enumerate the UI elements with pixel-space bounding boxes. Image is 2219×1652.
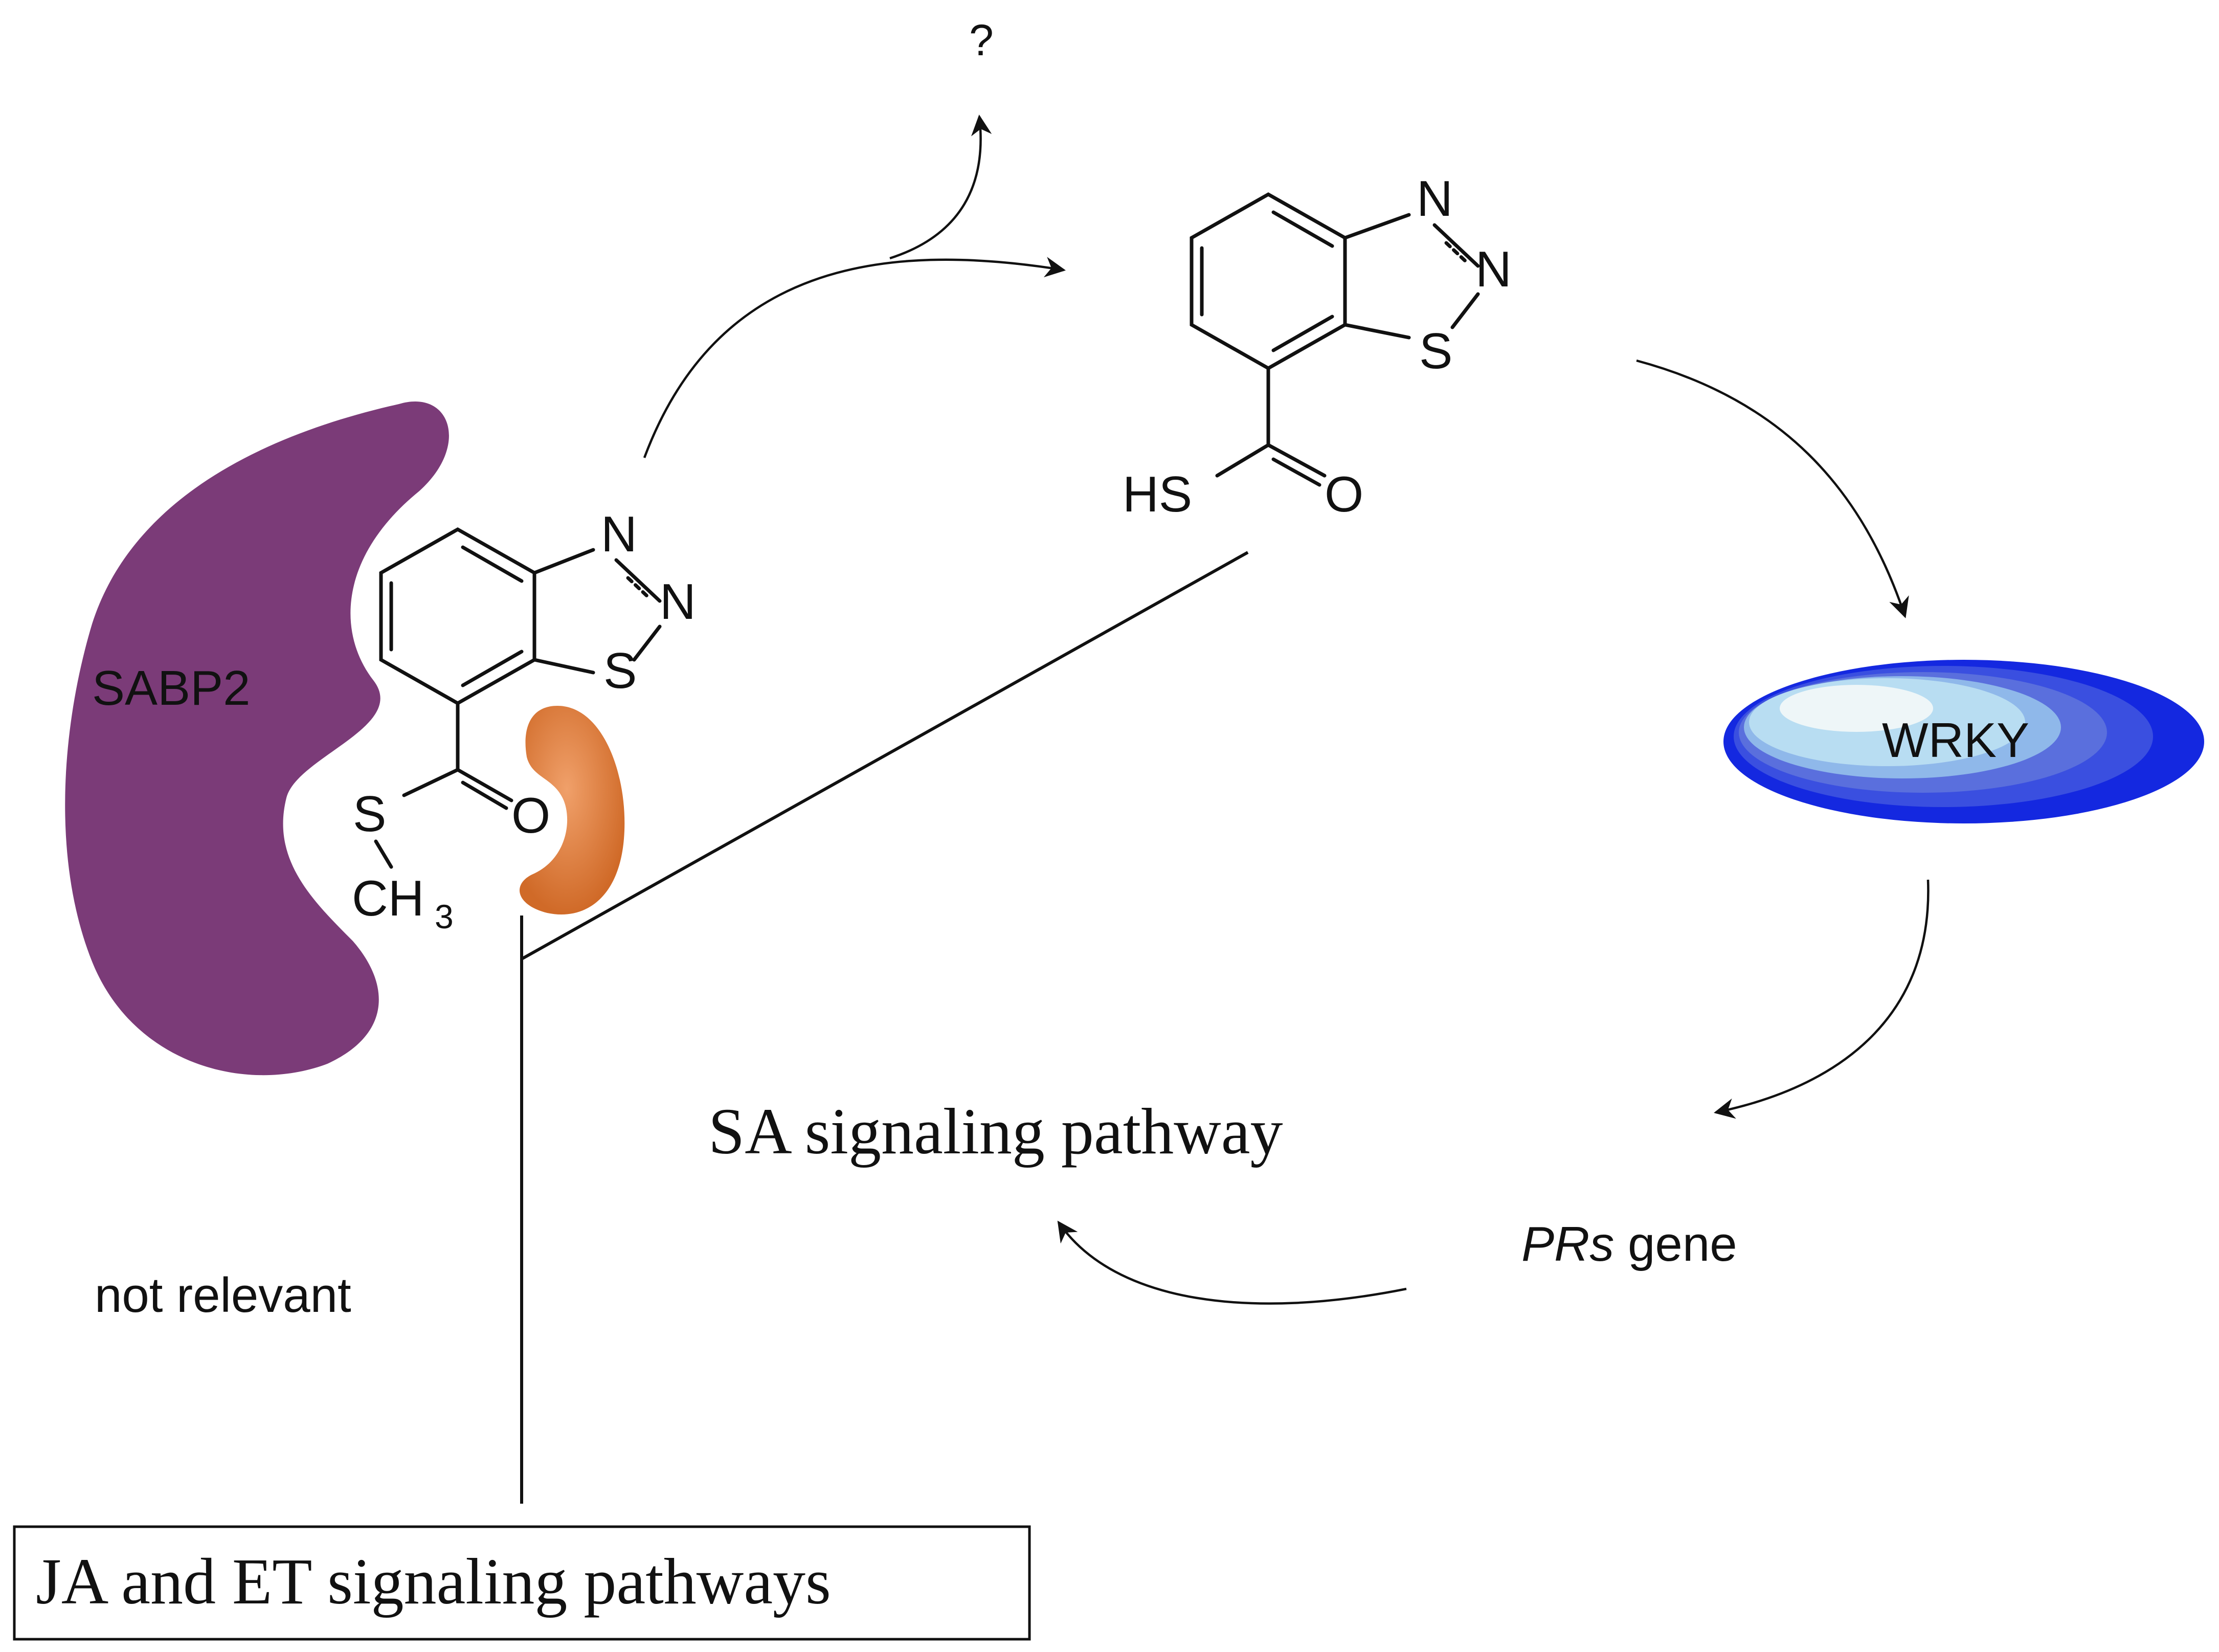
asm-atom-n1: N xyxy=(601,506,637,562)
not-relevant-label: not relevant xyxy=(95,1268,351,1323)
acibenzolar-atom-s-ring: S xyxy=(1419,323,1452,379)
ja-et-label: JA and ET signaling pathways xyxy=(36,1545,831,1618)
acibenzolar-atom-o: O xyxy=(1325,466,1363,522)
acibenzolar-atom-hs: HS xyxy=(1123,466,1192,522)
arrow-prs-gene-to-sa-pathway xyxy=(1057,1220,1407,1305)
acibenzolar-benzene-ring xyxy=(1190,192,1347,371)
asm-atom-o: O xyxy=(511,787,550,843)
acibenzolar-atom-n1: N xyxy=(1417,170,1453,227)
wrky-protein-shape xyxy=(1723,660,2204,823)
sa-pathway-label: SA signaling pathway xyxy=(708,1095,1283,1168)
wrky-label: WRKY xyxy=(1882,713,2029,768)
gene-label: gene xyxy=(1614,1217,1737,1271)
esterase-shape xyxy=(520,706,625,915)
arrow-to-unknown xyxy=(889,114,992,260)
line-acibenzolar-to-branch xyxy=(521,551,1249,961)
acibenzolar-molecule: N N S O HS xyxy=(1123,170,1512,522)
asm-atom-s-ester: S xyxy=(353,786,386,842)
acibenzolar-atom-n2: N xyxy=(1475,241,1512,297)
asm-atom-subscript-3: 3 xyxy=(435,898,454,935)
asm-atom-s-ring: S xyxy=(603,642,637,699)
asm-molecule: N N S O S CH 3 xyxy=(352,506,696,935)
asm-atom-n2: N xyxy=(660,573,696,630)
ja-et-box xyxy=(13,1525,1031,1641)
sabp2-protein-shape xyxy=(65,401,449,1076)
arrow-acibenzolar-to-wrky xyxy=(1636,359,1909,618)
arrow-wrky-to-prs-gene xyxy=(1714,879,1930,1119)
prs-label: PRs xyxy=(1521,1217,1614,1271)
sabp2-label: SABP2 xyxy=(92,661,251,716)
asm-benzene-ring xyxy=(379,527,536,706)
arrow-asm-to-acibenzolar xyxy=(643,257,1066,458)
asm-atom-ch: CH xyxy=(352,870,424,926)
question-mark: ? xyxy=(969,16,994,65)
prs-gene-label: PRs gene xyxy=(1521,1217,1737,1271)
